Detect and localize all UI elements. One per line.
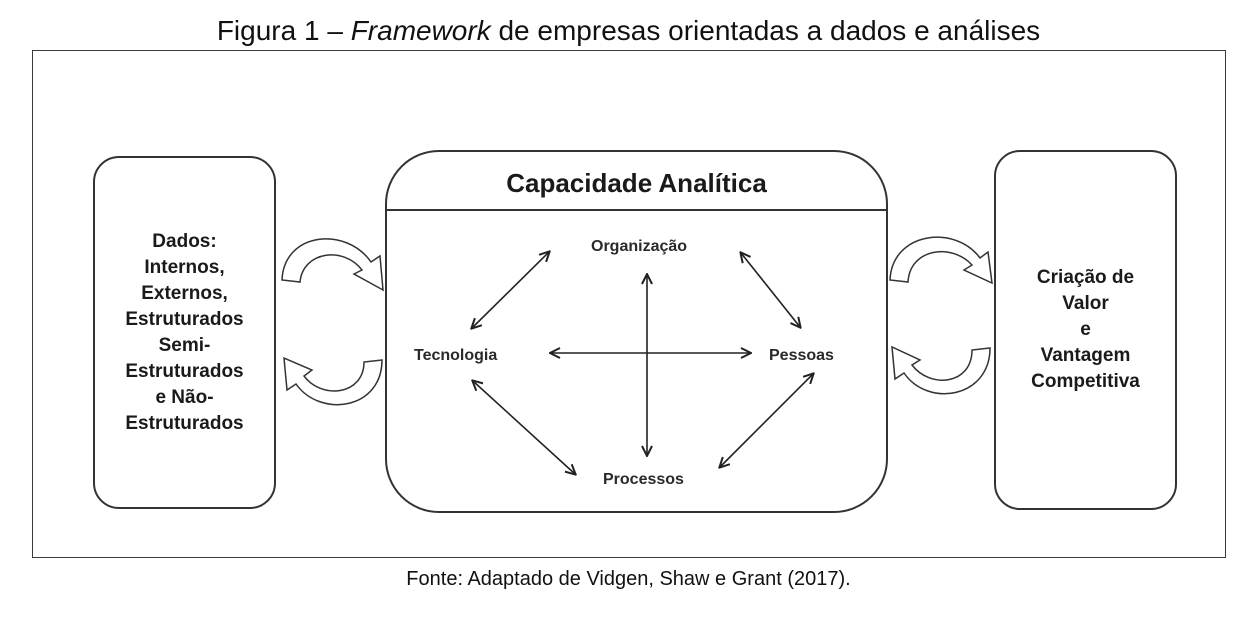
data-sources-box: Dados: Internos, Externos, Estruturados … <box>93 156 276 509</box>
value-creation-line: Valor <box>1062 293 1109 314</box>
curved-arrow-left-bottom <box>283 356 383 406</box>
figure-caption-suffix: de empresas orientadas a dados e análise… <box>490 15 1041 46</box>
node-tecnologia: Tecnologia <box>414 347 498 364</box>
node-organizacao: Organização <box>591 238 688 255</box>
node-pessoas: Pessoas <box>769 347 834 364</box>
value-creation-text: Criação de Valor e Vantagem Competitiva <box>1031 265 1140 395</box>
data-sources-line: Estruturados <box>125 412 244 434</box>
value-creation-line: Criação de <box>1036 267 1135 288</box>
data-sources-line: Internos, <box>144 256 225 278</box>
data-sources-line: Externos, <box>141 282 228 304</box>
data-sources-line: e Não- <box>155 386 214 408</box>
title-divider <box>387 209 886 211</box>
value-creation-line: Vantagem <box>1040 345 1131 366</box>
figure-frame <box>32 50 1226 558</box>
arrow-pessoas-processos <box>720 374 813 467</box>
value-creation-line: Competitiva <box>1031 371 1140 392</box>
figure-caption: Figura 1 – Framework de empresas orienta… <box>0 14 1257 48</box>
curved-arrow-right-top <box>889 236 993 285</box>
arrow-tecnologia-processos <box>473 381 575 474</box>
data-sources-text: Dados: Internos, Externos, Estruturados … <box>125 229 243 437</box>
data-sources-line: Estruturados <box>125 308 244 330</box>
curved-arrow-right-bottom <box>891 345 991 395</box>
value-creation-box: Criação de Valor e Vantagem Competitiva <box>994 150 1177 510</box>
figure-caption-prefix: Figura 1 – <box>216 15 351 46</box>
data-sources-line: Semi- <box>158 334 211 356</box>
figure-caption-italic: Framework <box>350 15 491 46</box>
arrow-tecnologia-organizacao <box>472 252 549 328</box>
data-sources-line: Estruturados <box>125 360 244 382</box>
arrow-organizacao-pessoas <box>741 253 800 327</box>
source-caption: Fonte: Adaptado de Vidgen, Shaw e Grant … <box>406 568 851 590</box>
analytic-capability-title: Capacidade Analítica <box>506 168 767 198</box>
node-processos: Processos <box>603 471 684 488</box>
value-creation-line: e <box>1080 319 1091 340</box>
data-sources-line: Dados: <box>152 230 217 252</box>
curved-arrow-left-top <box>281 238 384 292</box>
